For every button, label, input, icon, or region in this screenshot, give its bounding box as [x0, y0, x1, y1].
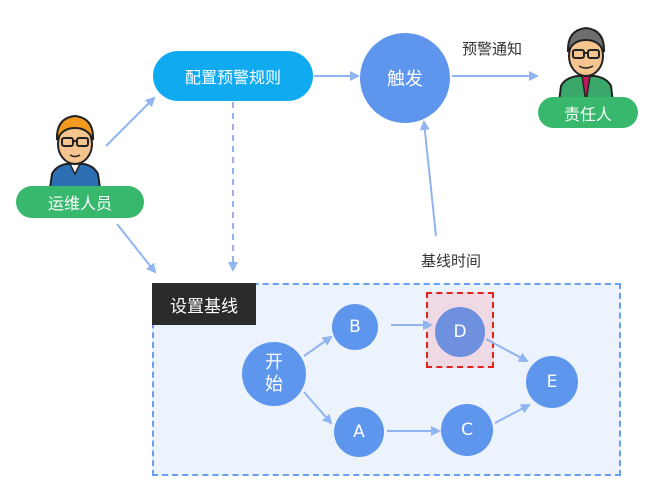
baseline-time-label: 基线时间 — [421, 252, 482, 270]
node-start: 开 始 — [242, 342, 306, 406]
edge-c-e — [494, 404, 531, 424]
notify-label: 预警通知 — [462, 40, 523, 58]
operator-avatar — [48, 114, 102, 188]
baseline-title: 设置基线 — [152, 283, 256, 325]
edge-start-b — [303, 335, 333, 357]
owner-label: 责任人 — [538, 97, 638, 128]
edge-d-e — [485, 338, 529, 362]
arrow-operator-to-rule — [105, 96, 156, 147]
node-b: B — [332, 304, 378, 350]
node-e: E — [526, 356, 578, 408]
operator-label: 运维人员 — [16, 186, 144, 218]
arrow-baseline-to-trigger — [419, 120, 437, 237]
owner-avatar — [557, 26, 615, 102]
arrow-operator-to-baseline — [116, 223, 157, 274]
trigger-node: 触发 — [360, 33, 450, 123]
node-a: A — [334, 407, 384, 457]
node-d: D — [435, 307, 485, 357]
edge-start-a — [303, 391, 333, 425]
node-c: C — [441, 404, 493, 456]
configure-rule-pill: 配置预警规则 — [153, 51, 313, 101]
